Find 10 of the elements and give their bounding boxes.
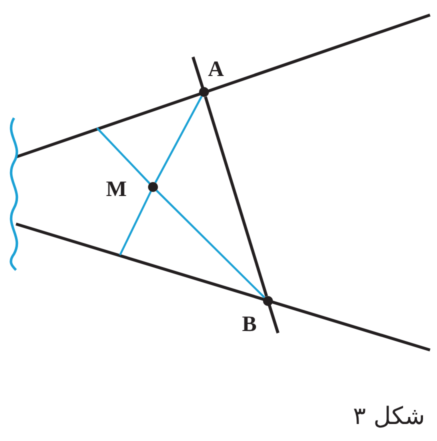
line-segment bbox=[204, 96, 268, 297]
point-dot bbox=[263, 296, 273, 306]
point-label: M bbox=[106, 178, 127, 200]
point-label: A bbox=[208, 58, 224, 80]
line-segment bbox=[156, 190, 266, 298]
figure-caption: شکل ۳ bbox=[352, 402, 425, 430]
point-dot bbox=[199, 87, 209, 97]
point-dot bbox=[148, 182, 158, 192]
point-label: B bbox=[242, 313, 257, 335]
line-segment bbox=[154, 96, 203, 184]
